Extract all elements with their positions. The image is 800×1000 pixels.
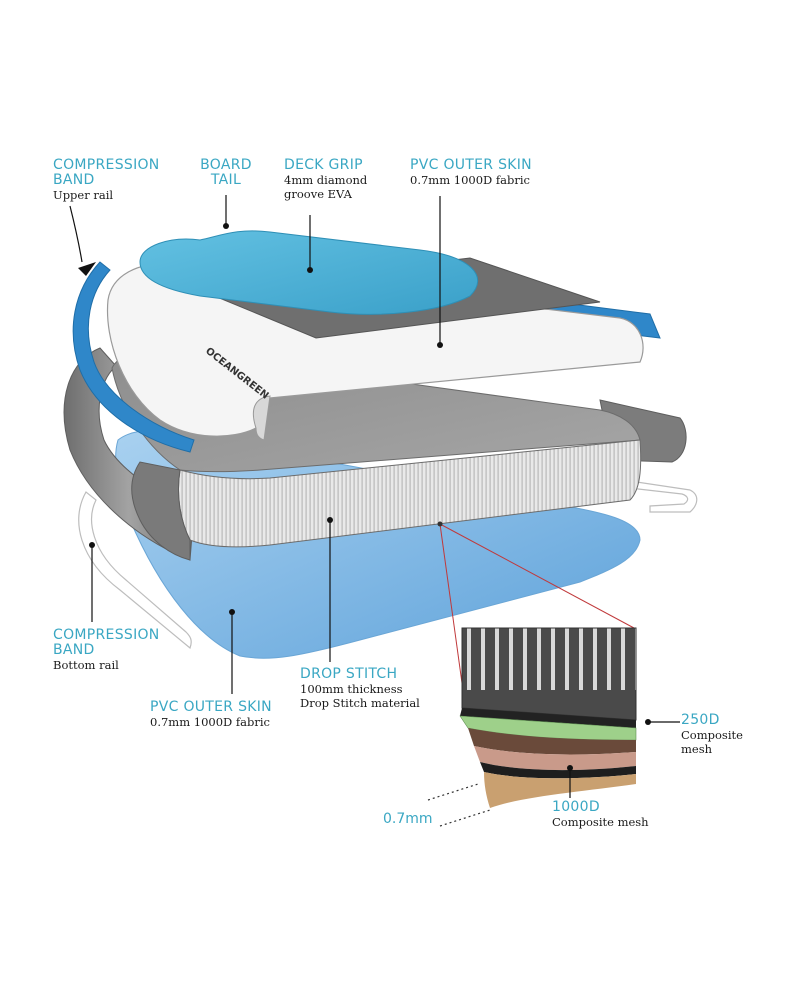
label-board-tail-heading-2: TAIL — [210, 172, 242, 188]
bottom-rail-outline — [78, 491, 192, 649]
label-pvc-outer-skin-bottom: PVC OUTER SKIN 0.7mm 1000D fabric — [150, 699, 272, 730]
label-compression-band-upper-heading-1: COMPRESSION — [53, 157, 160, 173]
drop-stitch-core-front — [131, 461, 191, 561]
dot-250d — [645, 719, 651, 725]
arrowhead-upper-rail — [78, 262, 96, 276]
label-pvc-outer-skin-top: PVC OUTER SKIN 0.7mm 1000D fabric — [410, 157, 532, 188]
inset-black-layer — [480, 762, 636, 779]
dot-bottom-rail — [89, 542, 95, 548]
label-250d-detail-1: Composite — [681, 728, 743, 742]
label-250d: 250D Composite mesh — [681, 712, 743, 757]
label-250d-heading: 250D — [681, 712, 720, 728]
label-drop-stitch-detail-1: 100mm thickness — [300, 682, 403, 696]
dot-drop-stitch — [327, 517, 333, 523]
label-compression-band-upper-heading-2: BAND — [53, 172, 95, 188]
dot-board-tail — [223, 223, 229, 229]
label-board-tail: BOARD TAIL — [196, 158, 256, 188]
label-compression-band-bottom-heading-1: COMPRESSION — [53, 627, 160, 643]
dot-1000d — [567, 765, 573, 771]
thickness-marker-top — [427, 783, 479, 801]
label-pvc-outer-skin-bottom-heading: PVC OUTER SKIN — [150, 699, 272, 715]
blue-compression-band — [72, 261, 195, 453]
label-250d-detail-2: mesh — [681, 742, 713, 756]
dot-pvc-bottom — [229, 609, 235, 615]
inset-fiber-panel — [461, 627, 637, 721]
label-thickness: 0.7mm — [383, 811, 433, 827]
label-deck-grip-heading: DECK GRIP — [284, 157, 363, 173]
label-drop-stitch-detail-2: Drop Stitch material — [300, 696, 420, 710]
label-compression-band-upper: COMPRESSION BAND Upper rail — [53, 157, 160, 203]
label-deck-grip-detail-1: 4mm diamond — [284, 173, 368, 187]
inset-tan-layer — [484, 772, 636, 808]
cross-section-inset — [459, 627, 637, 808]
zoom-point — [437, 521, 443, 527]
thickness-marker-bottom — [439, 809, 491, 827]
label-compression-band-bottom-detail: Bottom rail — [53, 658, 119, 672]
label-drop-stitch: DROP STITCH 100mm thickness Drop Stitch … — [300, 666, 420, 711]
label-pvc-outer-skin-top-detail: 0.7mm 1000D fabric — [410, 173, 530, 187]
label-1000d-detail: Composite mesh — [552, 815, 649, 829]
zoom-line-right — [439, 523, 635, 629]
label-compression-band-bottom-heading-2: BAND — [53, 642, 95, 658]
label-drop-stitch-heading: DROP STITCH — [300, 666, 398, 682]
label-board-tail-heading-1: BOARD — [200, 157, 252, 173]
dot-pvc-top — [437, 342, 443, 348]
label-1000d: 1000D Composite mesh — [552, 799, 649, 830]
label-compression-band-upper-detail: Upper rail — [53, 188, 114, 202]
label-1000d-heading: 1000D — [552, 799, 600, 815]
dot-deck-grip — [307, 267, 313, 273]
label-compression-band-bottom: COMPRESSION BAND Bottom rail — [53, 627, 160, 673]
top-pvc-skin-fold — [252, 395, 271, 441]
label-pvc-outer-skin-bottom-detail: 0.7mm 1000D fabric — [150, 715, 270, 729]
inset-pink-layer — [474, 746, 636, 771]
label-deck-grip: DECK GRIP 4mm diamond groove EVA — [284, 157, 368, 202]
label-deck-grip-detail-2: groove EVA — [284, 187, 352, 201]
leader-upper-rail — [69, 205, 83, 263]
label-pvc-outer-skin-top-heading: PVC OUTER SKIN — [410, 157, 532, 173]
inset-dark-layer — [460, 708, 636, 728]
inset-brown-layer — [468, 728, 636, 755]
